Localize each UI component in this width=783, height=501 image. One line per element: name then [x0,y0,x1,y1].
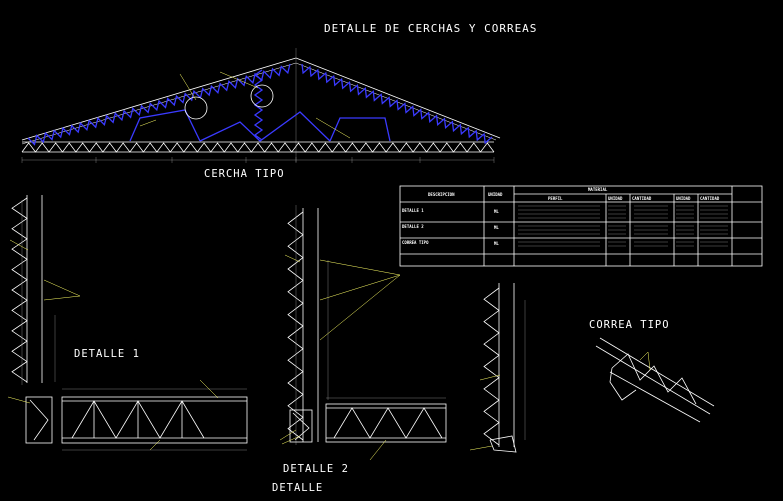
detalle-3-drawing [469,283,526,453]
cercha-tipo-title: CERCHA TIPO [204,168,285,180]
top-chord-right [301,63,493,145]
web-left [129,109,201,142]
center-vertical-zig [253,69,264,141]
table-sub-cantidad-1: CANTIDAD [632,196,652,201]
detalle-2-title: DETALLE 2 [283,463,349,475]
table-header-material: MATERIAL [588,187,608,192]
material-table: DESCRIPCION UNIDAD MATERIAL PERFIL UNIDA… [399,185,763,267]
detail-circle-2 [250,84,274,108]
bottom-chord-zigzag [21,142,495,153]
table-sub-cantidad-2: CANTIDAD [700,196,720,201]
table-row-descripcion: DETALLE 2 [402,224,424,229]
correa-tipo-drawing [595,337,715,423]
detalle-1-title: DETALLE 1 [74,348,140,360]
detalle-title: DETALLE [272,482,323,494]
table-header-unidad: UNIDAD [488,192,503,197]
roof-slope-right [295,57,501,139]
main-title: DETALLE DE CERCHAS Y CORREAS [324,22,537,35]
detail-circle-1 [184,96,208,120]
table-row-unidad: ML [494,209,499,214]
table-header-descripcion: DESCRIPCION [428,192,455,197]
table-sub-unidad-2: UNIDAD [676,196,691,201]
table-sub-unidad-1: UNIDAD [608,196,623,201]
roof-slope-left [21,57,297,141]
detalle-1-drawing [7,195,248,451]
correa-tipo-title: CORREA TIPO [589,319,670,331]
cercha-tipo-truss [21,48,501,163]
table-sub-perfil: PERFIL [548,196,563,201]
top-chord-left [27,63,291,146]
web-center [199,111,331,142]
table-row-unidad: ML [494,241,499,246]
table-row-descripcion: DETALLE 1 [402,208,424,213]
detalle-2-drawing [279,205,447,461]
table-row-descripcion: CORREA TIPO [402,240,429,245]
web-right [329,117,391,142]
table-row-unidad: ML [494,225,499,230]
